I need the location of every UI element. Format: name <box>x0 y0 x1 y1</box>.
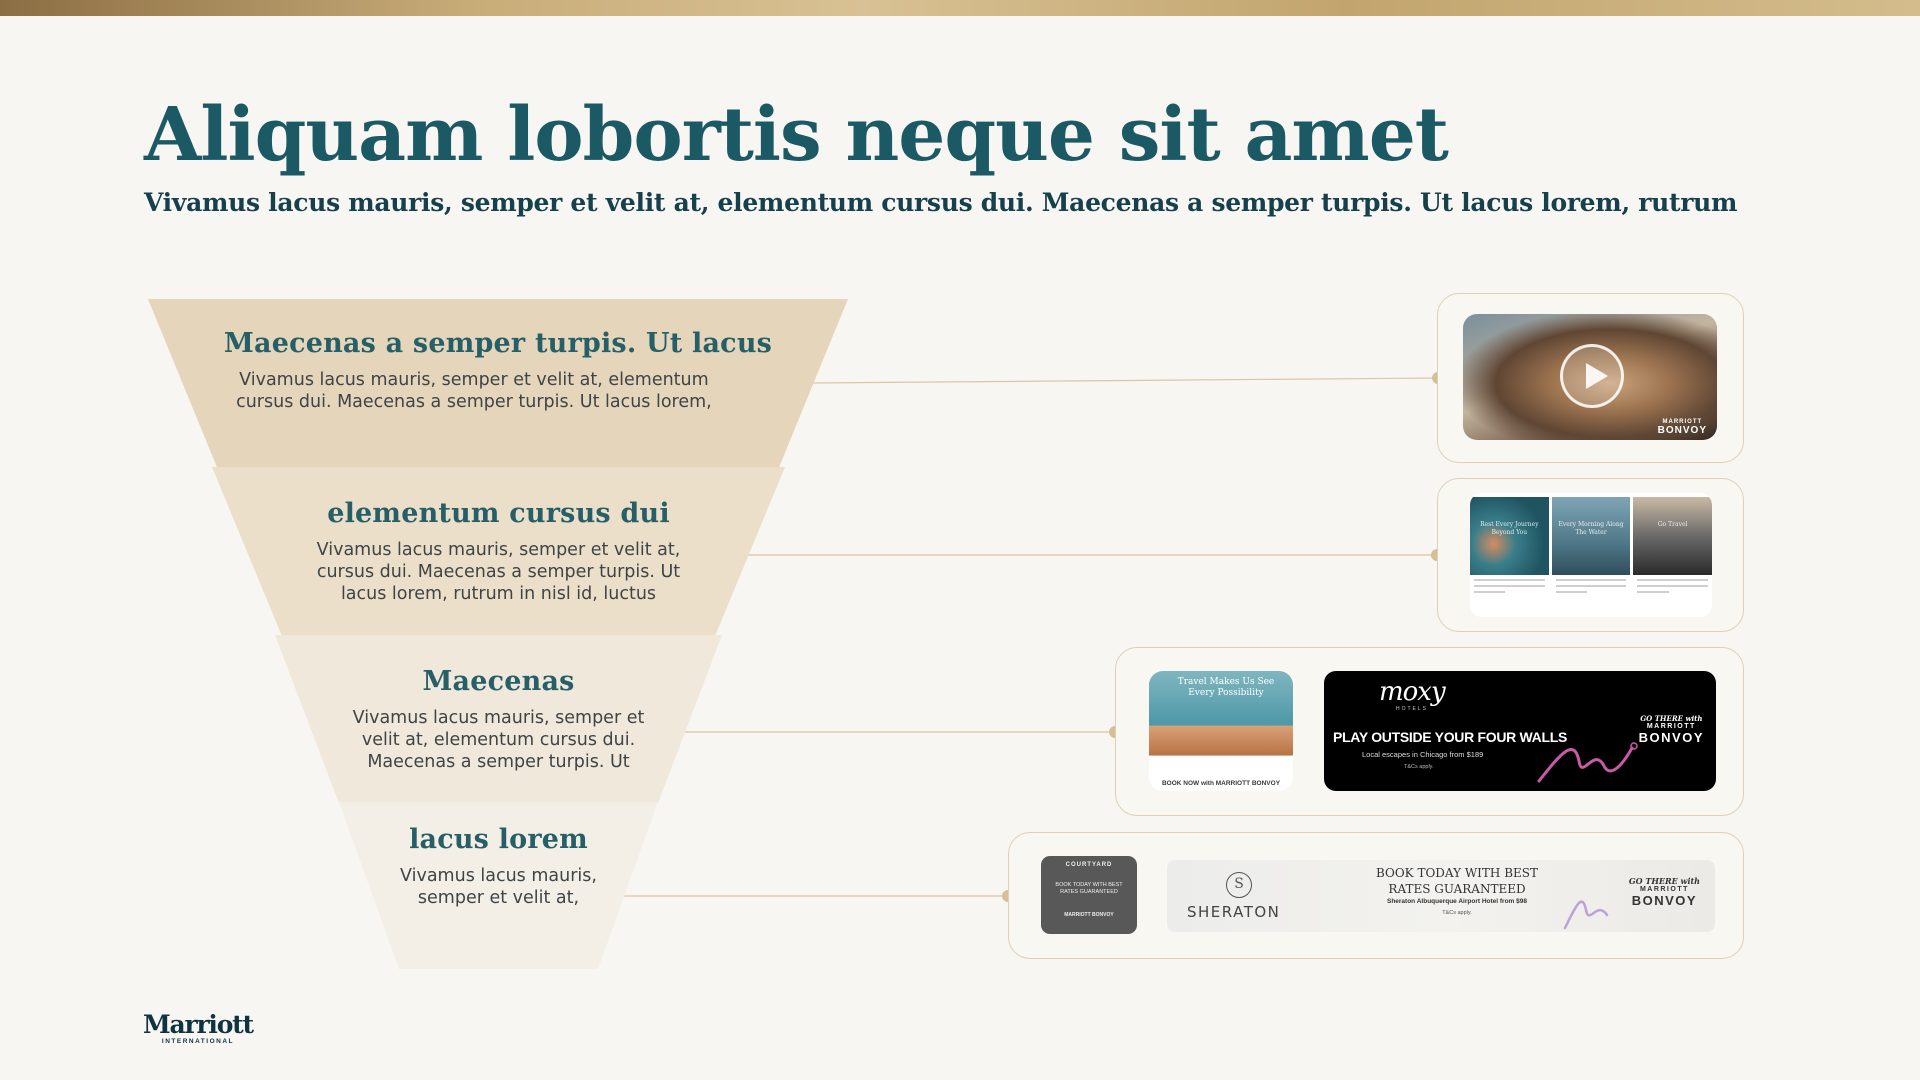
page-title: Aliquam lobortis neque sit amet <box>144 92 1449 178</box>
moxy-logo: moxy <box>1379 677 1446 707</box>
moxy-subheadline: Local escapes in Chicago from $189 <box>1362 750 1484 759</box>
text-line <box>1637 591 1669 593</box>
pool-ad-cta: BOOK NOW with MARRIOTT BONVOY <box>1161 780 1281 787</box>
courtyard-brand: MARRIOTT BONVOY <box>1064 912 1114 918</box>
tier-heading: elementum cursus dui <box>327 498 670 529</box>
tier-body: Vivamus lacus mauris, semper et velit at… <box>352 707 645 772</box>
play-icon[interactable] <box>1560 344 1624 408</box>
sheraton-logo: SHERATON <box>1187 903 1281 921</box>
courtyard-logo: COURTYARD <box>1065 862 1113 868</box>
moxy-logo-sub: HOTELS <box>1396 706 1429 712</box>
sheraton-terms: T&Cs apply. <box>1442 910 1472 916</box>
pool-ad-headline: Travel Makes Us See Every Possibility <box>1177 677 1275 698</box>
funnel-tier-consideration: elementum cursus dui Vivamus lacus mauri… <box>212 467 785 636</box>
social-caption: Every Morning Along The Water <box>1558 521 1624 536</box>
social-posts-thumbnail[interactable]: Rest Every Journey Beyond You Every Morn… <box>1470 493 1712 617</box>
bonvoy-logo: GO THERE with MARRIOTT BONVOY <box>1639 714 1704 745</box>
banner-ads-card: COURTYARD BOOK TODAY WITH BEST RATES GUA… <box>1008 832 1744 959</box>
courtyard-headline: BOOK TODAY WITH BEST RATES GUARANTEED <box>1055 882 1123 895</box>
sheraton-ad-thumbnail[interactable]: S SHERATON BOOK TODAY WITH BEST RATES GU… <box>1167 860 1715 932</box>
pool-ad-thumbnail[interactable]: Travel Makes Us See Every Possibility BO… <box>1149 671 1293 791</box>
moxy-ad-thumbnail[interactable]: moxy HOTELS PLAY OUTSIDE YOUR FOUR WALLS… <box>1324 671 1716 791</box>
funnel-tier-awareness: Maecenas a semper turpis. Ut lacus Vivam… <box>148 299 848 468</box>
tier-body: Vivamus lacus mauris, semper et velit at… <box>316 540 681 604</box>
social-post: Every Morning Along The Water <box>1551 493 1631 617</box>
text-line <box>1474 585 1545 587</box>
logo-name: Marriott <box>143 1010 254 1039</box>
brand-line: MARRIOTT <box>1639 886 1689 893</box>
text-line <box>1555 585 1627 587</box>
signature-swirl-icon <box>1537 742 1638 783</box>
moxy-headline: PLAY OUTSIDE YOUR FOUR WALLS <box>1333 729 1568 745</box>
tier-body: Vivamus lacus mauris, semper et velit at… <box>236 370 712 412</box>
funnel-tier-intent: Maecenas Vivamus lacus mauris, semper et… <box>275 635 722 803</box>
social-caption: Go Travel <box>1657 521 1688 528</box>
social-post-image <box>1551 497 1631 575</box>
text-line <box>1555 579 1627 581</box>
signature-swirl-icon <box>1563 900 1609 930</box>
top-accent-bar <box>0 0 1920 16</box>
text-line <box>1637 579 1709 581</box>
text-line <box>1474 591 1506 593</box>
logo-sub: INTERNATIONAL <box>161 1038 234 1045</box>
brand-line: GO THERE with <box>1640 714 1703 723</box>
tier-body: Vivamus lacus mauris, semper et velit at… <box>400 866 597 908</box>
brand-line: BONVOY <box>1638 730 1704 745</box>
tier-heading: Maecenas a semper turpis. Ut lacus <box>223 328 773 359</box>
text-line <box>1637 585 1709 587</box>
brand-line: GO THERE with <box>1628 876 1700 886</box>
sheraton-headline: BOOK TODAY WITH BEST RATES GUARANTEED <box>1375 866 1539 896</box>
courtyard-ad-thumbnail[interactable]: COURTYARD BOOK TODAY WITH BEST RATES GUA… <box>1041 856 1137 934</box>
tier-heading: Maecenas <box>422 665 575 697</box>
social-post-image <box>1633 497 1712 575</box>
brand-line: MARRIOTT <box>1646 723 1696 730</box>
text-line <box>1555 591 1588 593</box>
sheraton-subheadline: Sheraton Albuquerque Airport Hotel from … <box>1386 898 1527 905</box>
brand-line: BONVOY <box>1657 425 1707 436</box>
bonvoy-logo: MARRIOTT BONVOY <box>1658 419 1707 436</box>
funnel-tier-conversion: lacus lorem Vivamus lacus mauris, semper… <box>339 802 658 969</box>
tier-heading: lacus lorem <box>409 824 588 855</box>
marriott-logo: Marriott INTERNATIONAL <box>143 1010 254 1046</box>
social-post: Rest Every Journey Beyond You <box>1470 493 1549 617</box>
brand-line: BONVOY <box>1631 893 1698 908</box>
social-post: Go Travel <box>1633 493 1712 617</box>
moxy-terms: T&Cs apply. <box>1404 764 1434 770</box>
brand-line: MARRIOTT <box>1662 419 1703 425</box>
video-ad-card: MARRIOTT BONVOY <box>1437 293 1744 463</box>
social-ad-card: Rest Every Journey Beyond You Every Morn… <box>1437 478 1744 632</box>
video-thumbnail[interactable]: MARRIOTT BONVOY <box>1463 314 1717 440</box>
social-caption: Rest Every Journey Beyond You <box>1480 521 1539 536</box>
page-subtitle: Vivamus lacus mauris, semper et velit at… <box>144 188 1738 217</box>
social-post-image <box>1470 497 1549 575</box>
connector-line-1 <box>811 377 1439 384</box>
text-line <box>1474 579 1545 581</box>
bonvoy-logo: GO THERE with MARRIOTT BONVOY <box>1629 876 1700 908</box>
display-ads-card: Travel Makes Us See Every Possibility BO… <box>1115 647 1744 816</box>
sheraton-emblem-icon: S <box>1226 872 1252 898</box>
